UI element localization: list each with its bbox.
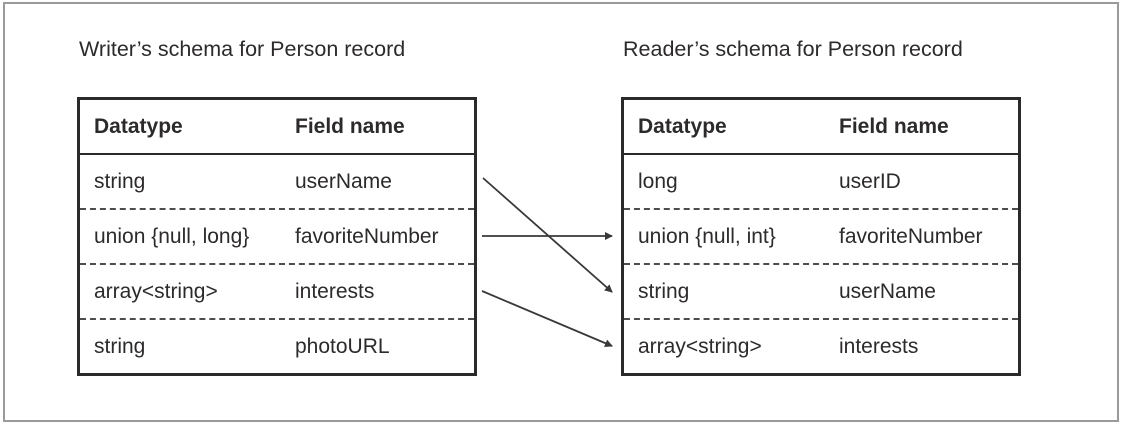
- table-row: array<string> interests: [80, 263, 474, 318]
- table-row: string userName: [624, 263, 1018, 318]
- field-name-cell: userName: [295, 169, 392, 193]
- writer-schema-title: Writer’s schema for Person record: [79, 37, 406, 61]
- table-row: array<string> interests: [624, 318, 1018, 373]
- field-name-cell: userName: [839, 279, 936, 303]
- datatype-cell: array<string>: [638, 334, 762, 358]
- datatype-cell: string: [638, 279, 690, 303]
- field-name-cell: photoURL: [295, 334, 390, 358]
- column-header-datatype: Datatype: [94, 114, 183, 138]
- column-header-datatype: Datatype: [638, 114, 727, 138]
- writer-schema-table: Datatype Field name string userName union …: [77, 97, 477, 376]
- datatype-cell: union {null, int}: [638, 224, 776, 248]
- field-mapping-arrow-interests: [481, 290, 613, 347]
- column-header-field-name: Field name: [295, 114, 405, 138]
- field-name-cell: favoriteNumber: [839, 224, 983, 248]
- reader-table-header-row: Datatype Field name: [624, 100, 1018, 153]
- datatype-cell: string: [94, 334, 146, 358]
- field-name-cell: interests: [839, 334, 919, 358]
- column-header-field-name: Field name: [839, 114, 949, 138]
- table-row: string photoURL: [80, 318, 474, 373]
- datatype-cell: array<string>: [94, 279, 218, 303]
- datatype-cell: string: [94, 169, 146, 193]
- field-name-cell: userID: [839, 169, 901, 193]
- field-name-cell: favoriteNumber: [295, 224, 439, 248]
- table-row: string userName: [80, 153, 474, 208]
- reader-schema-title: Reader’s schema for Person record: [623, 37, 963, 61]
- field-name-cell: interests: [295, 279, 375, 303]
- datatype-cell: union {null, long}: [94, 224, 250, 248]
- writer-table-rows: string userName union {null, long} favorite…: [80, 153, 474, 373]
- field-mapping-arrow-userName: [482, 177, 613, 293]
- table-row: long userID: [624, 153, 1018, 208]
- reader-schema-table: Datatype Field name long userID union {nul…: [621, 97, 1021, 376]
- datatype-cell: long: [638, 169, 678, 193]
- reader-table-rows: long userID union {null, int} favoriteNumbe…: [624, 153, 1018, 373]
- table-row: union {null, int} favoriteNumber: [624, 208, 1018, 263]
- table-row: union {null, long} favoriteNumber: [80, 208, 474, 263]
- writer-table-header-row: Datatype Field name: [80, 100, 474, 153]
